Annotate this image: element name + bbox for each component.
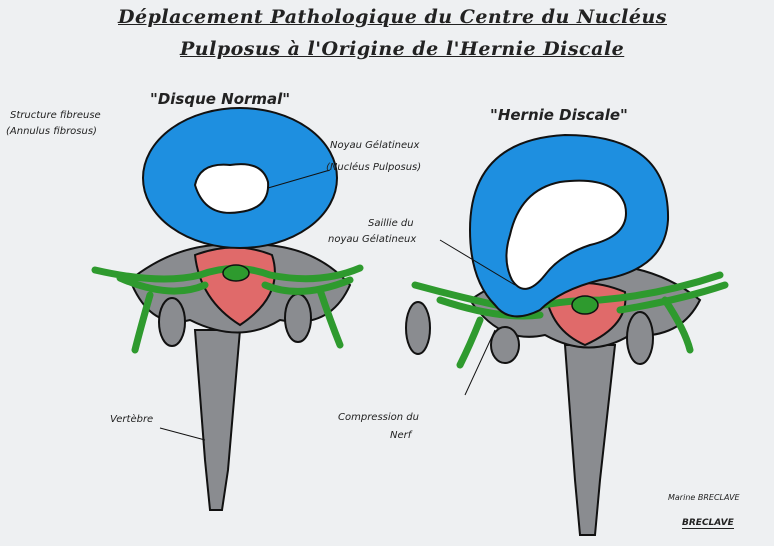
nucleus-label: Noyau Gélatineux	[330, 140, 420, 151]
nucleus-latin-label: (Nucléus Pulposus)	[326, 162, 422, 173]
compression-pointer	[464, 329, 496, 396]
left-cord-center	[222, 264, 250, 282]
left-facet-left	[158, 297, 186, 347]
nucleus-pointer	[267, 169, 331, 189]
compression-label-2: Nerf	[390, 430, 412, 441]
right-cord-center	[571, 295, 599, 315]
vertebra-pointer	[159, 427, 206, 441]
right-nerve-roots	[411, 271, 729, 369]
left-facet-right	[284, 293, 312, 343]
annulus-label: Structure fibreuse	[10, 110, 101, 121]
right-facet-left	[405, 301, 431, 355]
right-spinous-process	[563, 344, 617, 536]
right-herniated-nucleus	[505, 179, 627, 290]
normal-disc-vertebra	[91, 107, 364, 511]
right-facet-right	[626, 311, 654, 365]
normal-disc-heading: "Disque Normal"	[150, 90, 291, 108]
protrusion-label-1: Saillie du	[368, 218, 414, 229]
vertebra-label: Vertèbre	[110, 414, 154, 425]
right-facet-inner	[490, 326, 520, 364]
left-nucleus	[193, 163, 270, 214]
protrusion-label-2: noyau Gélatineux	[328, 234, 417, 245]
author-name: Marine BRECLAVE	[668, 493, 740, 502]
protrusion-pointer	[439, 239, 516, 286]
herniated-disc-vertebra	[405, 133, 729, 536]
annulus-latin-label: (Annulus fibrosus)	[6, 126, 97, 137]
title-line-2: Pulposus à l'Origine de l'Hernie Discale	[180, 38, 625, 60]
left-spinous-process	[193, 329, 242, 511]
hernia-heading: "Hernie Discale"	[490, 106, 628, 124]
compression-label-1: Compression du	[338, 412, 419, 423]
author-signature: BRECLAVE	[682, 518, 734, 529]
title-line-1: Déplacement Pathologique du Centre du Nu…	[118, 6, 667, 28]
